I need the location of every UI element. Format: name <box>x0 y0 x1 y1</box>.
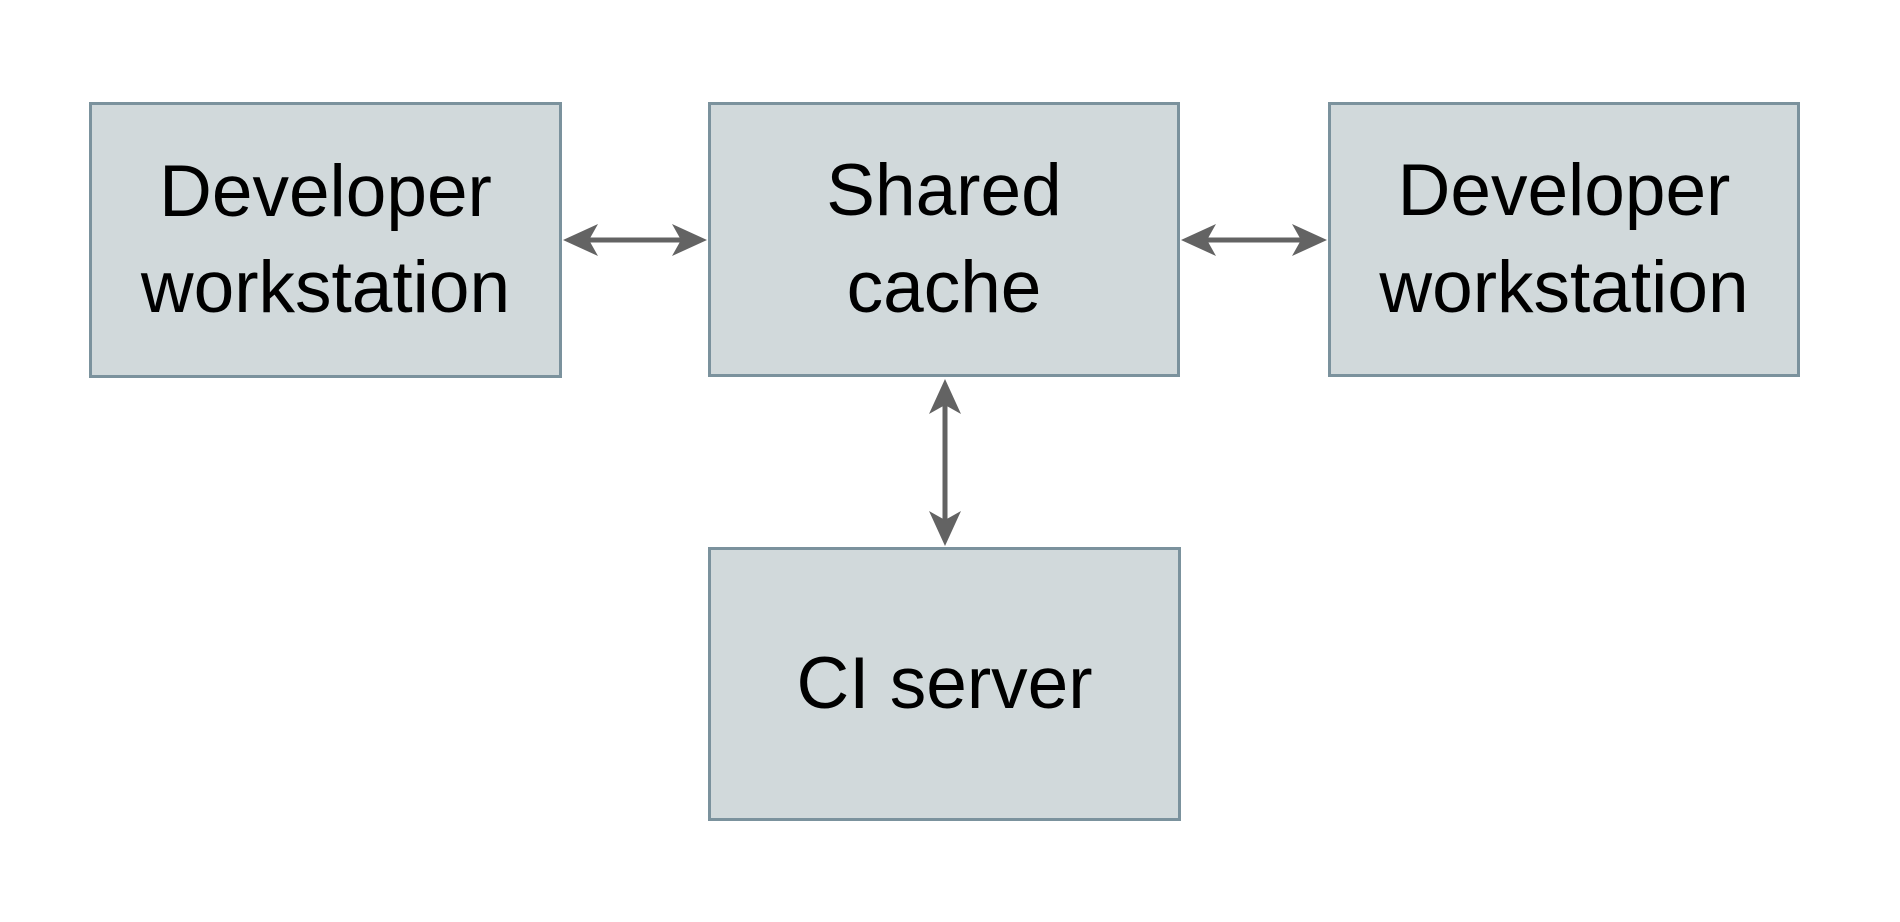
node-label: cache <box>846 246 1042 328</box>
node-label: Developer <box>159 150 492 232</box>
node-shared-cache: Shared cache <box>708 102 1180 377</box>
arrowhead-right-icon <box>672 224 707 256</box>
arrowhead-right-icon <box>1292 224 1327 256</box>
bidirectional-arrow-left-cache <box>563 224 707 256</box>
node-developer-workstation-left: Developer workstation <box>89 102 562 378</box>
bidirectional-arrow-cache-ci <box>929 379 961 546</box>
arrowhead-down-icon <box>929 511 961 546</box>
node-ci-server: CI server <box>708 547 1181 821</box>
node-developer-workstation-right: Developer workstation <box>1328 102 1800 377</box>
node-label: Shared <box>826 150 1062 232</box>
node-label: workstation <box>1379 246 1749 328</box>
arrowhead-left-icon <box>563 224 598 256</box>
arrowhead-left-icon <box>1181 224 1216 256</box>
arrowhead-up-icon <box>929 379 961 414</box>
bidirectional-arrow-cache-right <box>1181 224 1327 256</box>
node-label: Developer <box>1397 150 1731 232</box>
node-label: CI server <box>796 642 1093 724</box>
node-label: workstation <box>140 247 511 328</box>
